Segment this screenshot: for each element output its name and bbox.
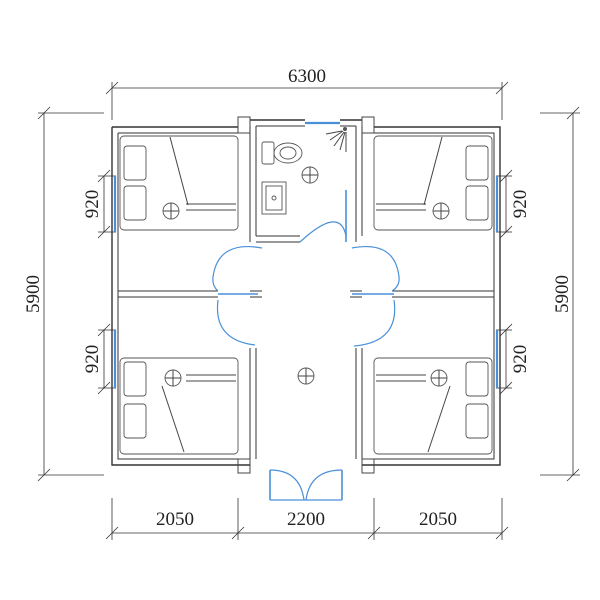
floor-drain-icon: [301, 166, 319, 184]
dimension-right: 5900: [540, 106, 580, 482]
dimension-window-bottom-left: 920: [82, 323, 116, 395]
bed-bottom-right: [373, 357, 493, 455]
bed-top-right: [373, 135, 493, 231]
bottom-left-room-label: 2050: [156, 509, 194, 530]
exterior-walls: [111, 119, 501, 466]
overall-height-right-label: 5900: [552, 275, 573, 313]
bed-bottom-left: [119, 357, 239, 455]
corridor-drain-icon: [297, 367, 315, 385]
toilet-icon: [261, 141, 303, 165]
bottom-corridor-label: 2200: [287, 509, 325, 530]
drain-icon-top-left: [162, 202, 180, 220]
dimension-window-top-right: 920: [496, 169, 531, 239]
interior-walls: [118, 126, 494, 459]
bathroom: [261, 127, 347, 215]
bottom-right-room-label: 2050: [419, 509, 457, 530]
wall-stubs: [237, 116, 375, 474]
dimension-bottom: 2050 2200 2050: [105, 498, 509, 540]
sink-icon: [261, 181, 287, 215]
drain-icon-bottom-right: [430, 369, 448, 387]
overall-width-label: 6300: [288, 66, 326, 87]
window-bottom-right-label: 920: [510, 345, 531, 374]
dimension-window-bottom-right: 920: [496, 323, 531, 395]
bed-top-left: [119, 135, 239, 231]
dimension-left: 5900: [23, 106, 104, 482]
window-top-right-label: 920: [510, 190, 531, 219]
drain-icon-top-right: [432, 202, 450, 220]
shower-head-icon: [325, 127, 347, 152]
drain-icon-bottom-left: [164, 369, 182, 387]
window-top-left-label: 920: [82, 190, 103, 219]
doors: [212, 190, 400, 501]
window-bottom-left-label: 920: [82, 345, 103, 374]
dimension-window-top-left: 920: [82, 169, 116, 239]
windows: [113, 121, 499, 388]
overall-height-left-label: 5900: [23, 275, 44, 313]
dimension-top: 6300: [105, 66, 509, 120]
